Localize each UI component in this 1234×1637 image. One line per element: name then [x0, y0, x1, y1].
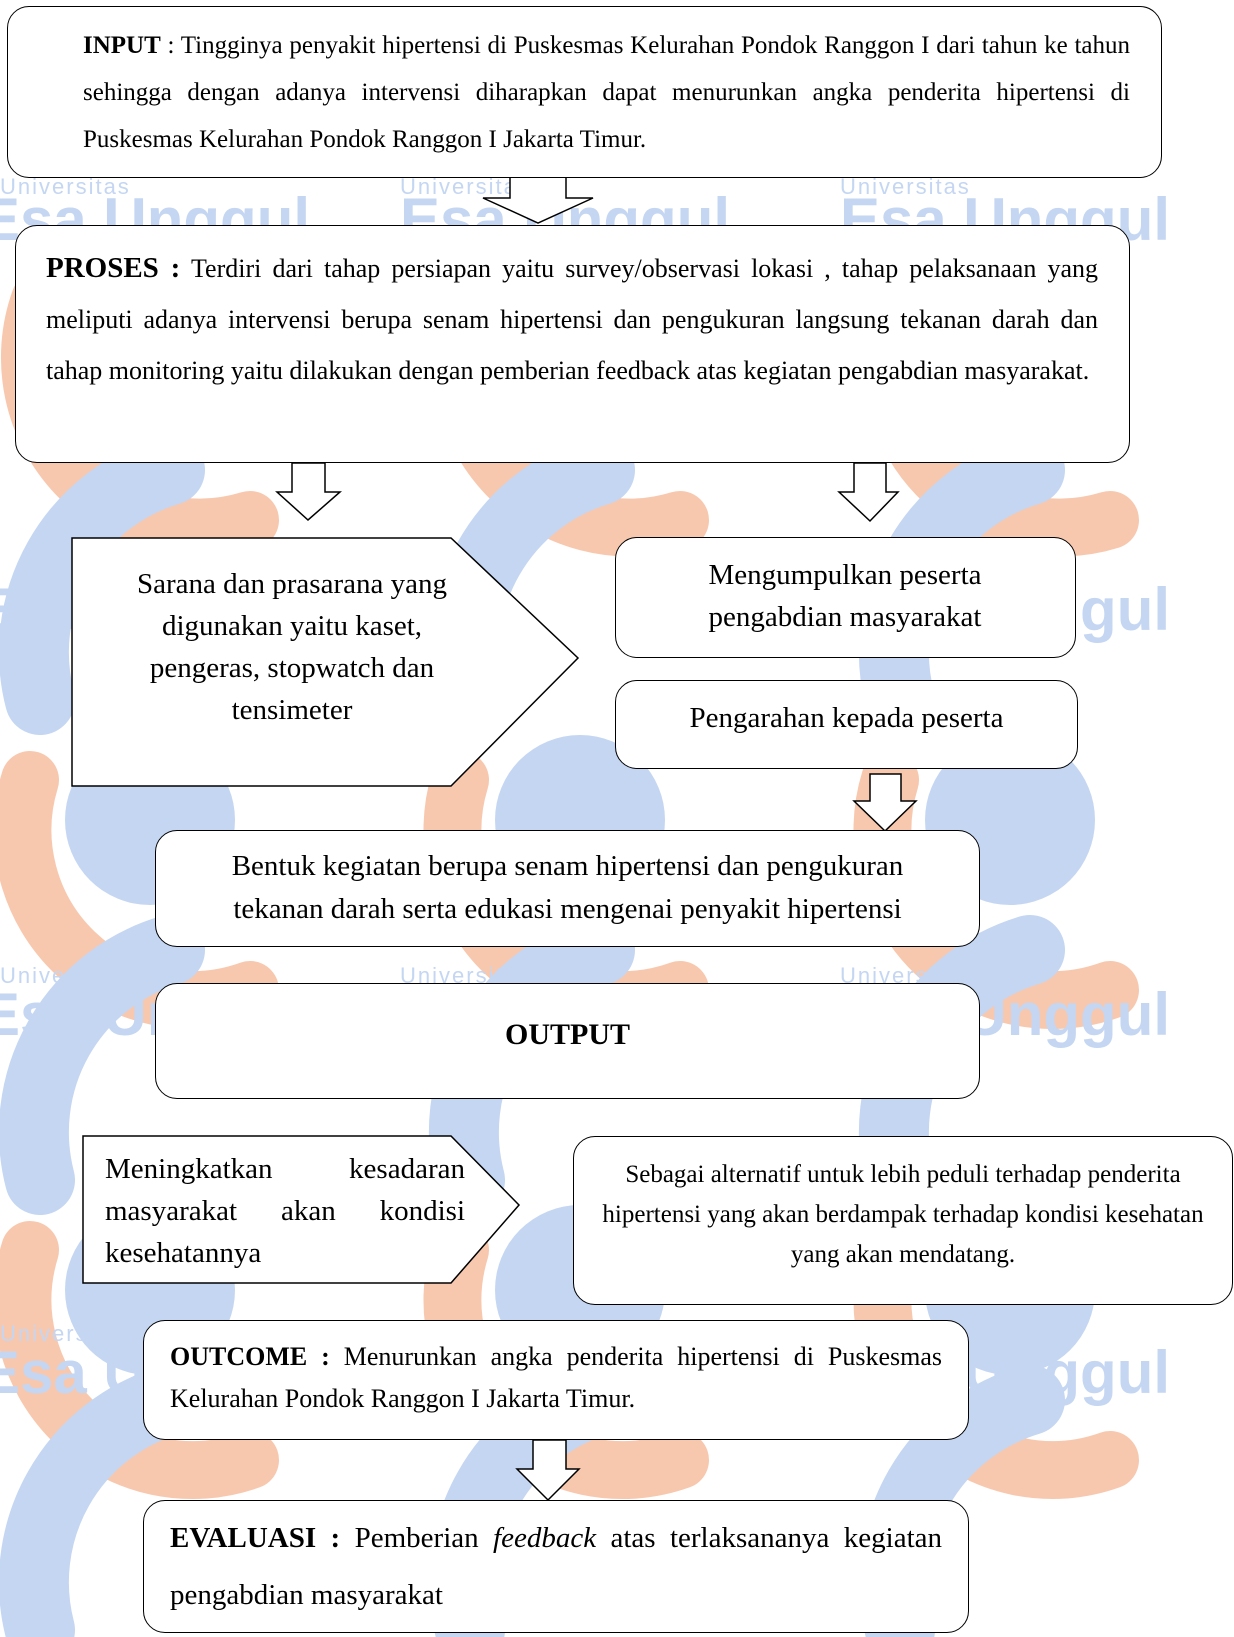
watermark-universitas: Universitas [0, 174, 131, 199]
proses-box [15, 225, 1130, 463]
mengumpulkan-text: Mengumpulkan peserta pengabdian masyarak… [708, 559, 982, 633]
outcome-text: OUTCOME : Menurunkan angka penderita hip… [170, 1336, 942, 1420]
input-label: INPUT [83, 32, 161, 59]
sebagai-text: Sebagai alternatif untuk lebih peduli te… [602, 1161, 1204, 1268]
outcome-box [143, 1320, 969, 1440]
evaluasi-label: EVALUASI : [170, 1522, 341, 1554]
evaluasi-box [143, 1500, 969, 1633]
watermark-universitas: Universitas [840, 963, 971, 988]
mengumpulkan-box [615, 537, 1076, 658]
watermark-universitas: Universitas [400, 174, 531, 199]
input-description: : Tingginya penyakit hipertensi di Puske… [83, 32, 1130, 153]
down-arrow-icon [852, 773, 918, 833]
output-box [155, 983, 980, 1099]
down-arrow-icon [515, 1439, 581, 1502]
down-arrow-icon [482, 175, 594, 224]
output-label: OUTPUT [504, 1018, 630, 1051]
watermark-universitas: Universitas [400, 963, 531, 988]
evaluasi-text: EVALUASI : Pemberian feedback atas terla… [170, 1510, 942, 1624]
evaluasi-feedback-emphasis: feedback [493, 1522, 597, 1554]
meningkatkan-text: Meningkatkan kesadaran masyarakat akan k… [105, 1153, 465, 1269]
pengarahan-box [615, 680, 1078, 769]
evaluasi-text-after: atas terlaksananya kegiatan pengabdian m… [170, 1522, 943, 1611]
bentuk-box [155, 830, 980, 947]
watermark-universitas: Universitas [0, 963, 131, 988]
proses-text: PROSES : Terdiri dari tahap persiapan ya… [46, 243, 1098, 396]
watermark-universitas: Universitas [840, 174, 971, 199]
proses-label: PROSES : [46, 252, 181, 284]
meningkatkan-shape [82, 1135, 521, 1284]
down-arrow-icon [837, 462, 900, 523]
bentuk-text: Bentuk kegiatan berupa senam hipertensi … [231, 850, 904, 925]
evaluasi-text-before: Pemberian [340, 1522, 494, 1554]
input-box [7, 6, 1162, 178]
input-text: INPUT : Tingginya penyakit hipertensi di… [83, 22, 1130, 163]
pengarahan-text: Pengarahan kepada peserta [689, 702, 1004, 734]
proses-description: Terdiri dari tahap persiapan yaitu surve… [46, 254, 1098, 385]
down-arrow-icon [275, 462, 342, 522]
sarana-text: Sarana dan prasarana yang digunakan yait… [137, 568, 447, 726]
watermark-universitas: Universitas [0, 1321, 131, 1346]
sebagai-box [573, 1136, 1233, 1305]
outcome-description: Menurunkan angka penderita hipertensi di… [170, 1342, 942, 1413]
sarana-shape [71, 537, 580, 787]
outcome-label: OUTCOME : [170, 1342, 330, 1371]
